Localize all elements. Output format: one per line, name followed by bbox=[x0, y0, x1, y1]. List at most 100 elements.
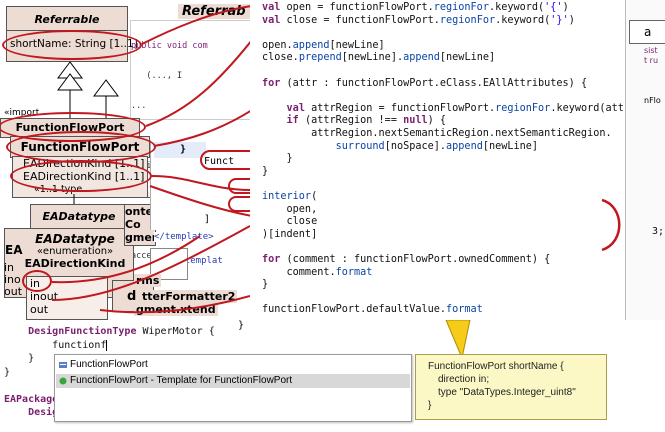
code-token: } bbox=[262, 279, 269, 291]
template-end-2: </templat bbox=[174, 256, 223, 266]
code-token: } bbox=[262, 165, 269, 177]
code-token bbox=[262, 141, 336, 152]
editor-brace-2: ] bbox=[204, 214, 211, 225]
autocomplete-popup[interactable]: FunctionFlowPort FunctionFlowPort - Temp… bbox=[54, 354, 412, 422]
code-token: )[indent] bbox=[262, 228, 318, 240]
code-token: functionFlowPort.defaultValue. bbox=[262, 304, 447, 316]
code-line: open, bbox=[262, 203, 318, 217]
autocomplete-item-keyword[interactable]: FunctionFlowPort bbox=[56, 358, 410, 372]
code-token: close = functionFlowPort. bbox=[286, 14, 440, 26]
code-token: attrRegion = functionFlowPort. bbox=[311, 102, 496, 114]
code-line: } bbox=[262, 279, 268, 292]
editor-selection bbox=[154, 142, 206, 158]
dsl-indent bbox=[4, 407, 28, 418]
dsl-line: } bbox=[4, 367, 10, 378]
hover-line: type "DataTypes.Integer_uint8" bbox=[438, 387, 576, 398]
code-token: '{' bbox=[544, 2, 563, 13]
hover-info-panel: FunctionFlowPort shortName { direction i… bbox=[415, 354, 607, 420]
outer-close-brace: } bbox=[238, 320, 245, 331]
template-end-1: </template> bbox=[154, 232, 214, 242]
keyword-icon bbox=[59, 362, 67, 368]
code-line: close.prepend[newLine].append[newLine] bbox=[262, 52, 495, 65]
annotation-oval-attributes bbox=[10, 160, 152, 192]
code-line: surround[noSpace].append[newLine] bbox=[262, 141, 538, 154]
code-token: (attrRegion !== bbox=[304, 115, 404, 127]
code-token bbox=[262, 115, 287, 126]
code-token: ) { bbox=[427, 115, 447, 127]
code-token: interior bbox=[262, 191, 312, 202]
code-line: val close = functionFlowPort.regionFor.k… bbox=[262, 15, 575, 28]
context-fragment: onte Co gmen bbox=[124, 204, 160, 246]
code-line: open.append[newLine] bbox=[262, 40, 385, 53]
code-token: regionFor bbox=[495, 102, 551, 114]
code-token: for bbox=[262, 77, 287, 89]
code-token: append bbox=[446, 140, 483, 152]
xtend-fragment-rms: rms bbox=[134, 274, 162, 287]
clipped-box: a bbox=[629, 20, 665, 44]
autocomplete-item-template[interactable]: FunctionFlowPort - Template for Function… bbox=[56, 374, 410, 388]
inheritance-arrows bbox=[57, 61, 119, 122]
code-token: open, bbox=[262, 203, 318, 215]
dsl-indent bbox=[4, 326, 28, 337]
dsl-indent bbox=[4, 353, 28, 364]
clipped-text-semi: 3; bbox=[652, 226, 665, 237]
code-line: functionFlowPort.defaultValue.format bbox=[262, 304, 483, 317]
annotation-oval-a bbox=[228, 178, 250, 194]
hover-pointer bbox=[445, 320, 471, 360]
clipped-text-nflo: nFlo bbox=[644, 96, 661, 105]
annotation-oval-shortname bbox=[2, 30, 142, 60]
code-token: .keyword( bbox=[488, 2, 545, 13]
dsl-line: DesignFunctionType WiperMotor { bbox=[4, 326, 215, 337]
clipped-label-a: a bbox=[644, 25, 652, 39]
annotation-oval-in bbox=[22, 270, 52, 292]
code-token: .keyword(attr.name) bbox=[550, 102, 665, 114]
code-token: [newLine] bbox=[482, 140, 539, 152]
code-line: for (comment : functionFlowPort.ownedCom… bbox=[262, 254, 550, 267]
annotation-oval-b bbox=[228, 196, 250, 212]
code-token: ) bbox=[562, 2, 569, 13]
hover-line: FunctionFlowPort shortName { bbox=[428, 361, 564, 372]
dsl-indent bbox=[4, 340, 52, 351]
code-token: } bbox=[262, 153, 293, 165]
code-token: null bbox=[403, 115, 428, 127]
code-token: append bbox=[403, 52, 440, 64]
dsl-keyword: DesignFunctionType bbox=[28, 326, 137, 337]
code-token: close. bbox=[262, 52, 299, 64]
dsl-keyword: EAPackage bbox=[4, 393, 59, 405]
code-token: ) bbox=[568, 14, 575, 26]
dsl-text: functionf bbox=[52, 339, 107, 351]
code-line: attrRegion.nextSemanticRegion.nextSemant… bbox=[262, 128, 612, 141]
code-token: val bbox=[286, 102, 312, 114]
eadatatype-small-box[interactable]: EADatatype bbox=[30, 204, 128, 230]
enum-side-list: in ino out bbox=[4, 261, 23, 298]
annotation-arc-right bbox=[601, 198, 621, 252]
code-token: open. bbox=[262, 39, 293, 51]
code-token: [newLine] bbox=[329, 39, 385, 51]
referrable-class-name: Referrable bbox=[34, 13, 100, 26]
code-line: val attrRegion = functionFlowPort.region… bbox=[262, 103, 665, 116]
code-token: regionFor bbox=[439, 14, 496, 26]
code-line: interior( bbox=[262, 191, 317, 204]
code-line: comment.format bbox=[262, 266, 373, 280]
code-token: regionFor bbox=[433, 2, 489, 13]
code-token: prepend bbox=[298, 52, 342, 64]
code-token: format bbox=[446, 304, 483, 316]
annotation-oval-funct bbox=[200, 150, 250, 170]
code-editor[interactable]: val open = functionFlowPort.regionFor.ke… bbox=[248, 0, 665, 330]
code-token: for bbox=[262, 254, 287, 265]
code-line: } bbox=[262, 166, 268, 179]
editor-brace: } bbox=[180, 144, 187, 155]
code-token: (comment : functionFlowPort.ownedComment… bbox=[286, 254, 551, 265]
code-token: comment. bbox=[262, 266, 336, 278]
code-token: open = functionFlowPort. bbox=[286, 2, 434, 13]
dsl-text: WiperMotor { bbox=[136, 326, 215, 337]
code-line: } bbox=[262, 153, 293, 166]
code-line: val open = functionFlowPort.regionFor.ke… bbox=[262, 2, 569, 15]
dsl-text: } bbox=[4, 366, 11, 378]
funct-label: Funct bbox=[204, 156, 235, 167]
dsl-line: EAPackage bbox=[4, 394, 58, 405]
code-token: attrRegion.nextSemanticRegion.nextSemant… bbox=[262, 128, 612, 139]
code-token: if bbox=[286, 115, 305, 127]
dsl-line: functionf bbox=[4, 339, 108, 351]
import-label: «import bbox=[4, 108, 40, 118]
